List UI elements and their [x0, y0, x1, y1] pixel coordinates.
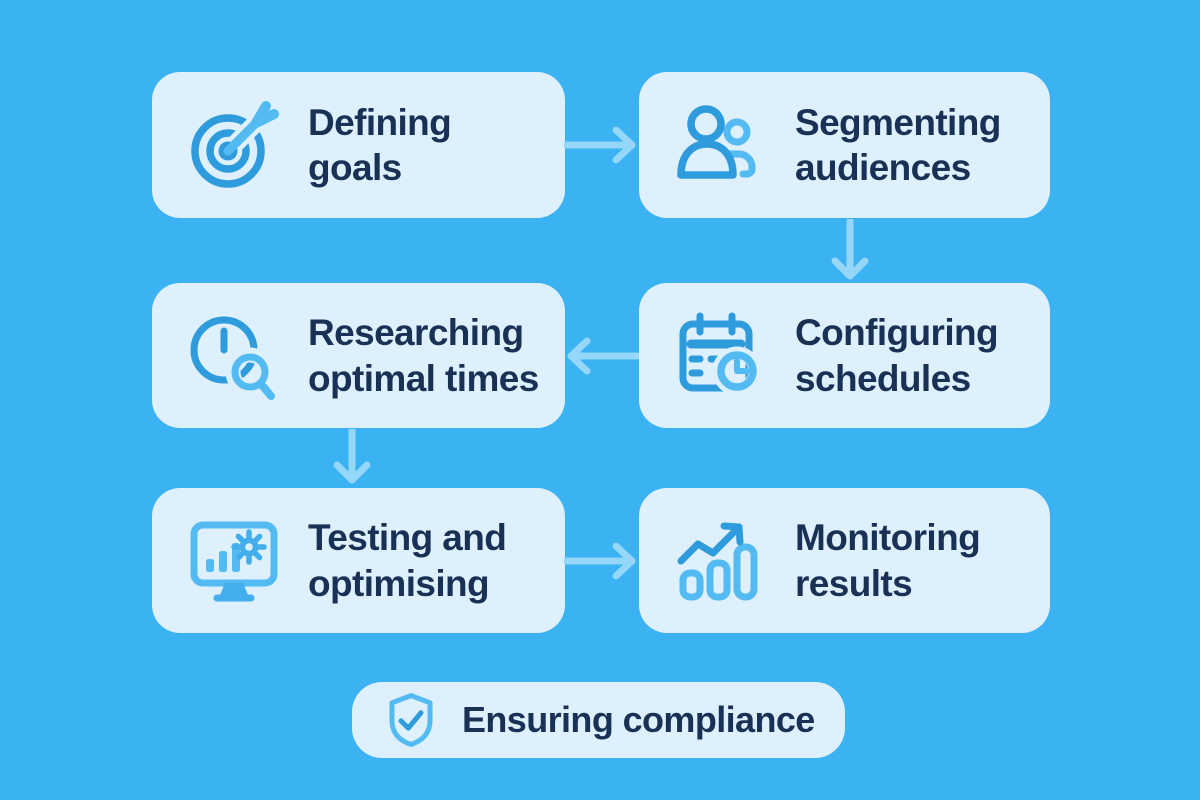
trend-arrow-icon	[673, 513, 769, 609]
arrow-right-icon	[564, 120, 640, 170]
card-label: Defining goals	[308, 101, 452, 188]
target-dart-icon	[186, 97, 282, 193]
calendar-clock-icon	[673, 308, 769, 404]
card-label: Segmenting audiences	[795, 101, 1001, 188]
people-icon	[673, 97, 769, 193]
card-configuring-schedules: Configuring schedules	[639, 283, 1050, 428]
arrow-down-icon	[327, 429, 377, 487]
card-segmenting-audiences: Segmenting audiences	[639, 72, 1050, 218]
card-ensuring-compliance: Ensuring compliance	[352, 682, 845, 758]
clock-magnifier-icon	[186, 308, 282, 404]
shield-check-icon	[382, 691, 440, 749]
card-label: Configuring schedules	[795, 312, 999, 399]
card-testing-and-optimising: Testing and optimising	[152, 488, 565, 633]
card-label: Monitoring results	[795, 517, 981, 604]
arrow-left-icon	[563, 331, 639, 381]
card-researching-optimal-times: Researching optimal times	[152, 283, 565, 428]
card-monitoring-results: Monitoring results	[639, 488, 1050, 633]
card-label: Researching optimal times	[308, 312, 539, 399]
arrow-down-icon	[825, 219, 875, 283]
arrow-right-icon	[564, 536, 640, 586]
card-defining-goals: Defining goals	[152, 72, 565, 218]
card-label: Testing and optimising	[308, 517, 507, 604]
monitor-gear-icon	[186, 513, 282, 609]
card-label: Ensuring compliance	[462, 699, 815, 741]
